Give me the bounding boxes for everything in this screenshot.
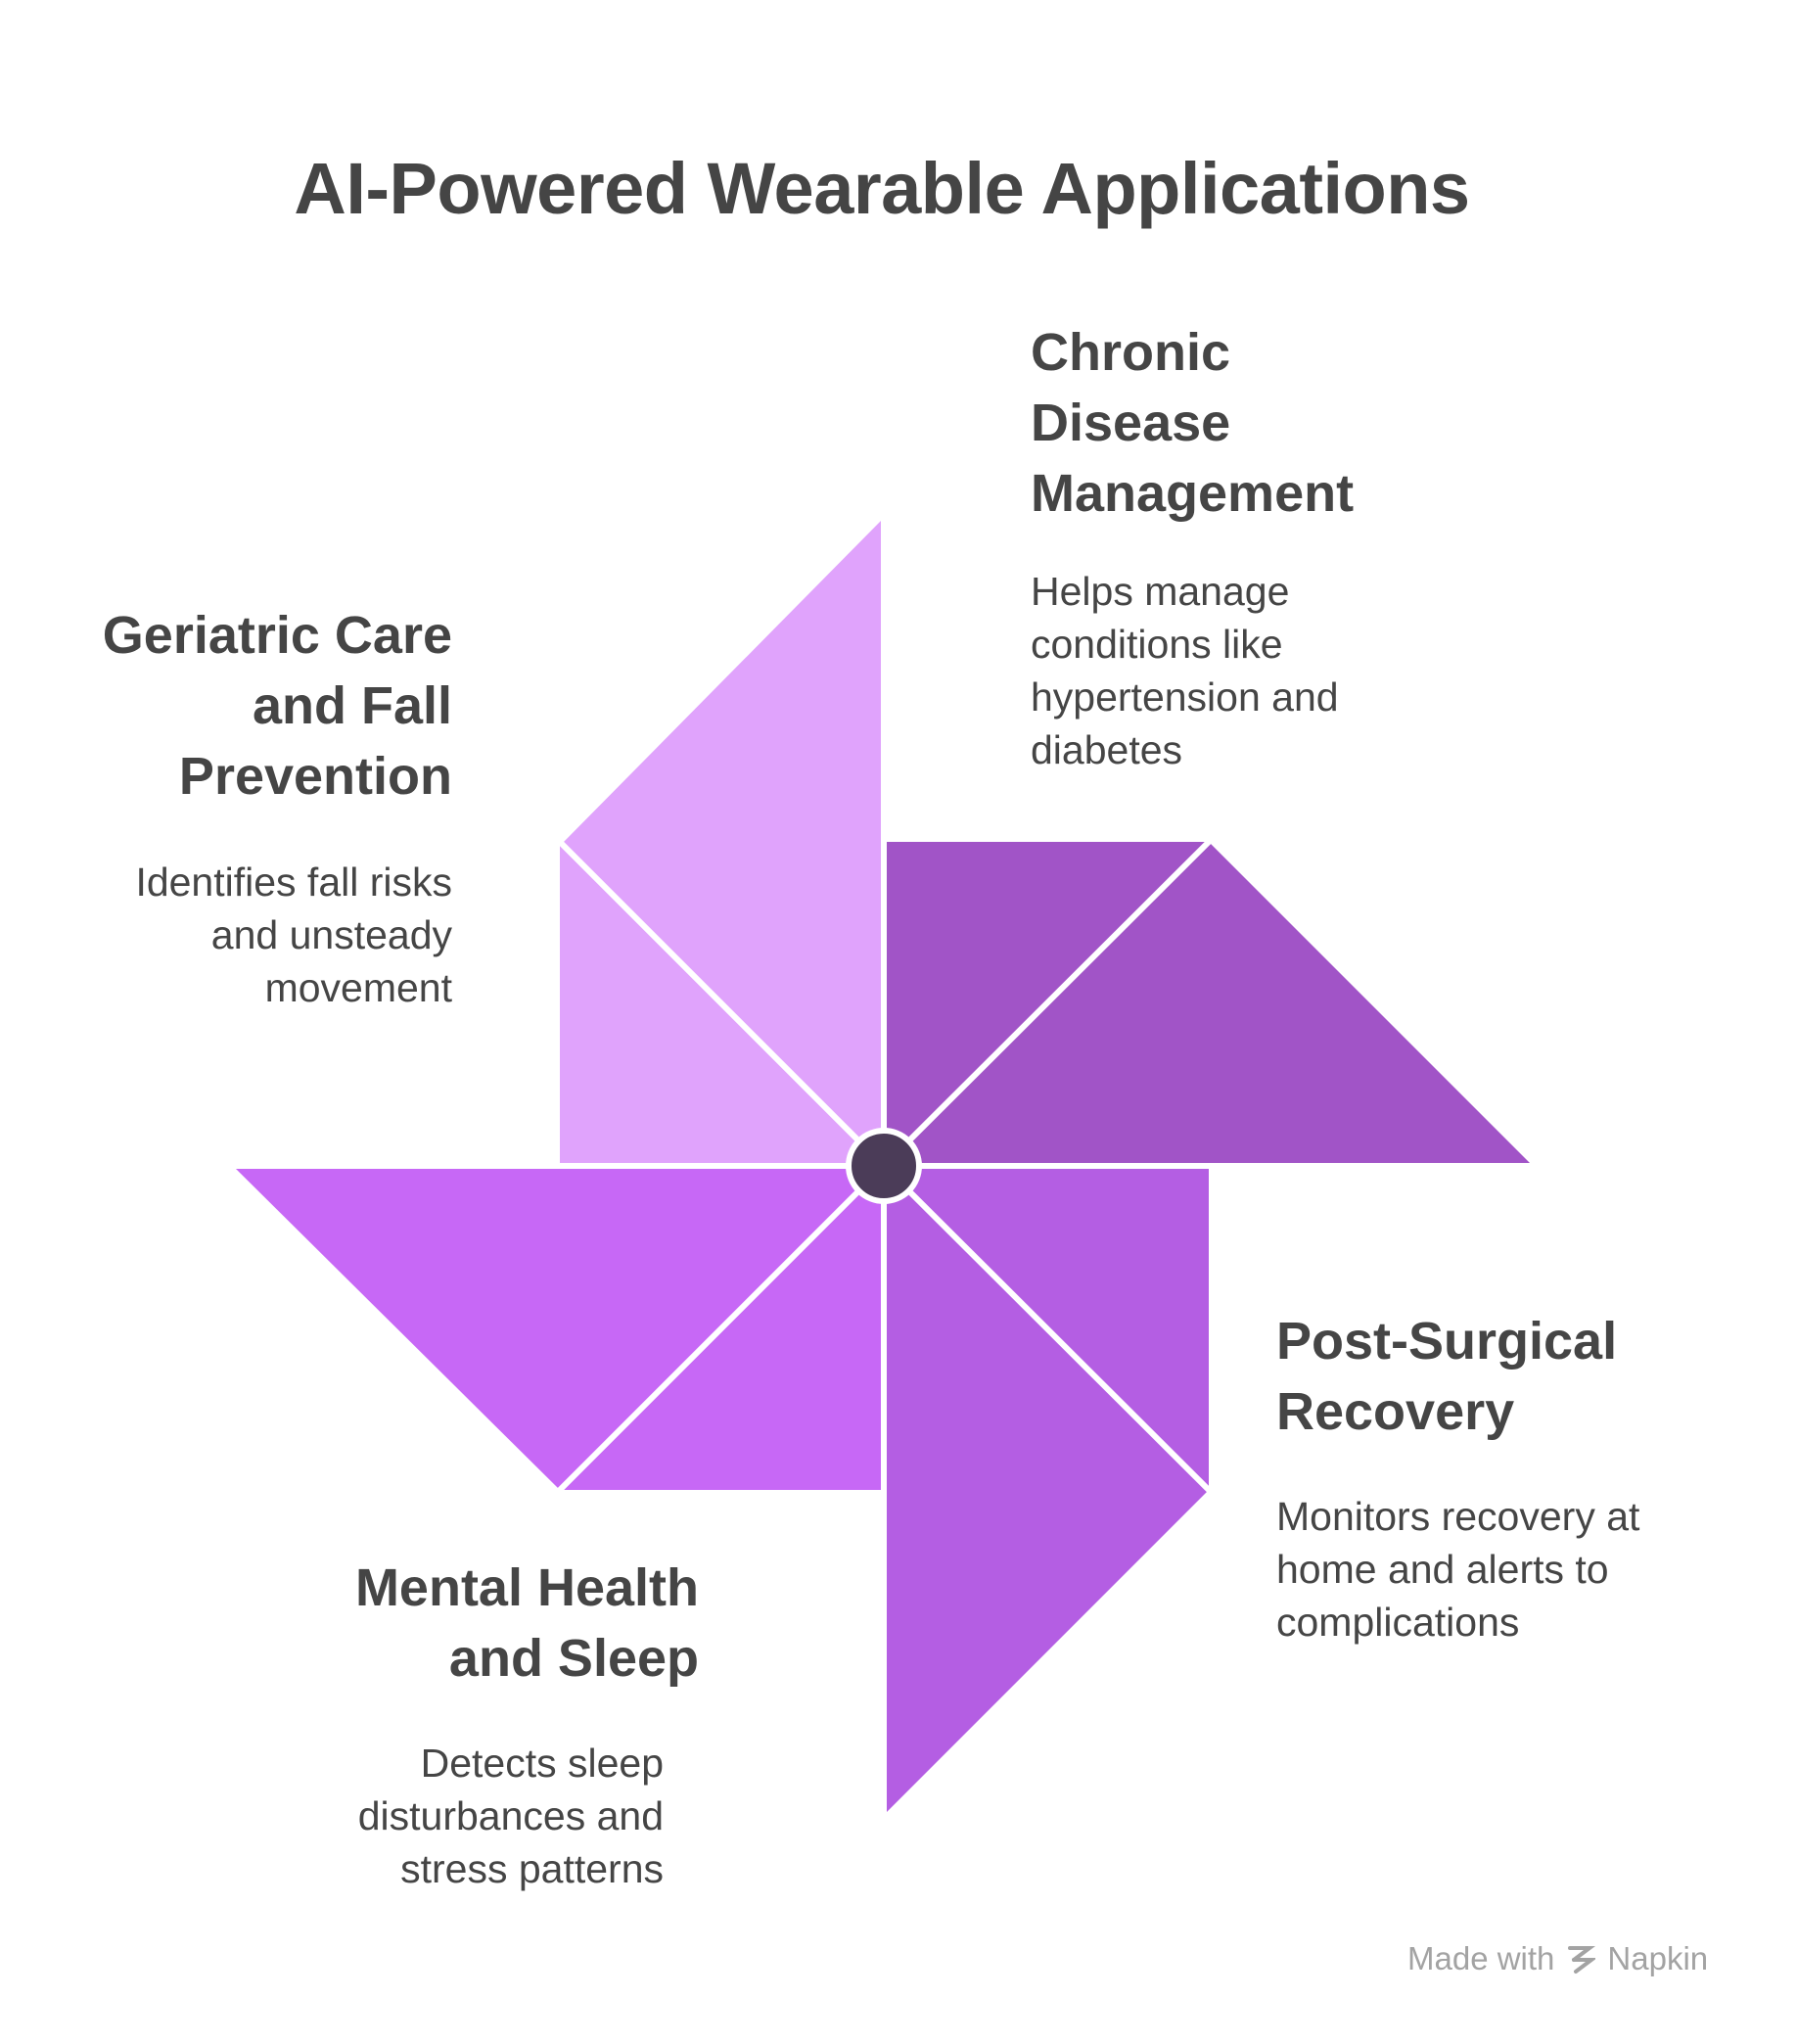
post-surgical-description: Monitors recovery at home and alerts to … — [1276, 1494, 1640, 1645]
post-surgical-title: Post-Surgical Recovery — [1276, 1312, 1618, 1441]
made-with-napkin-footer[interactable]: Made with Napkin — [1407, 1940, 1708, 1977]
mental-health-title: Mental Health and Sleep — [354, 1558, 699, 1688]
geriatric-title: Geriatric Care and Fall Prevention — [102, 606, 452, 806]
page-title: AI-Powered Wearable Applications — [294, 148, 1470, 229]
geriatric-description: Identifies fall risks and unsteady movem… — [135, 859, 452, 1010]
center-hub — [846, 1128, 922, 1204]
napkin-brand-label: Napkin — [1607, 1940, 1709, 1976]
mental-health-blade-outer — [235, 1168, 882, 1490]
segment-mental-health — [235, 1168, 882, 1490]
chronic-title: Chronic Disease Management — [1031, 323, 1355, 523]
segment-geriatric — [560, 520, 882, 1168]
post-surgical-blade-outer — [887, 1168, 1209, 1812]
segment-chronic — [887, 842, 1531, 1164]
geriatric-blade-outer — [560, 520, 882, 1168]
mental-health-description: Detects sleep disturbances and stress pa… — [357, 1741, 664, 1891]
segment-post-surgical — [887, 1168, 1209, 1812]
chronic-blade-outer — [887, 842, 1531, 1164]
chronic-description: Helps manage conditions like hypertensio… — [1031, 569, 1339, 772]
made-with-label: Made with — [1407, 1940, 1555, 1976]
napkin-logo-icon — [1568, 1946, 1596, 1974]
